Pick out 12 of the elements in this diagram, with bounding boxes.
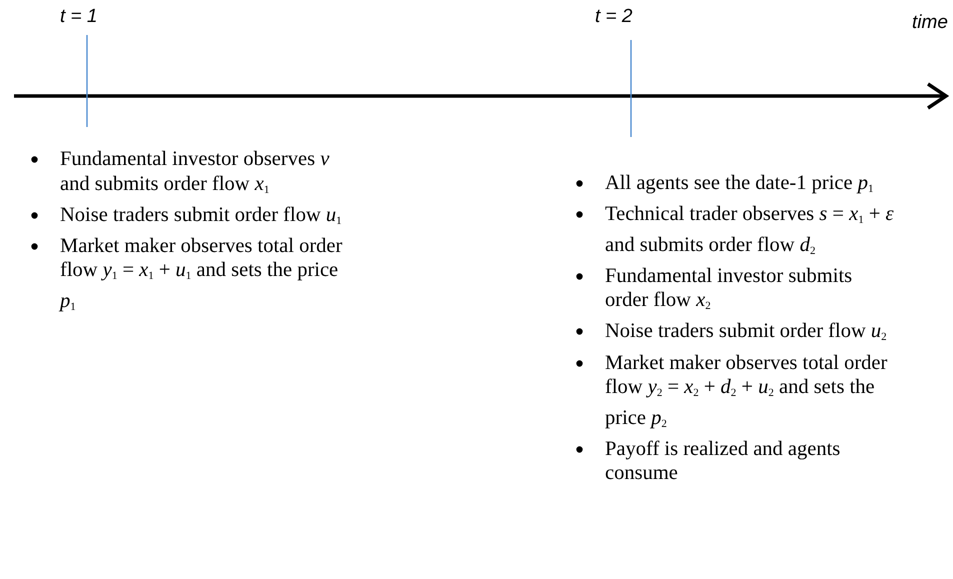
bullet-text: Market maker observes total order flow y$_{2}$ = x$_{2}$ + d$_{2}$ + u$_{2}$ and sets the price p$_{2}$	[605, 352, 888, 429]
bullet-text: Market maker observes total order flow y$_{1}$ = x$_{1}$ + u$_{1}$ and sets the price p$_{1}$	[60, 234, 342, 312]
bullet-text: Fundamental investor submits order flow x$_{2}$	[605, 264, 852, 312]
bullet-text: Fundamental investor observes v and submits order flow x$_{1}$	[60, 148, 330, 195]
bullet-text: All agents see the date-1 price p$_{1}$	[605, 172, 874, 194]
time-point-label: t = 2	[595, 6, 632, 28]
bullet-text: Technical trader observes s = x$_{1}$ + ε and submits order flow d$_{2}$	[605, 203, 894, 256]
bullet-text: Noise traders submit order flow u$_{2}$	[605, 320, 887, 342]
bullet-text: Payoff is realized and agents consume	[605, 438, 840, 484]
time-point-label: t = 1	[60, 6, 98, 28]
bullet-text: Noise traders submit order flow u$_{1}$	[60, 204, 342, 226]
axis-label: time	[912, 12, 948, 34]
